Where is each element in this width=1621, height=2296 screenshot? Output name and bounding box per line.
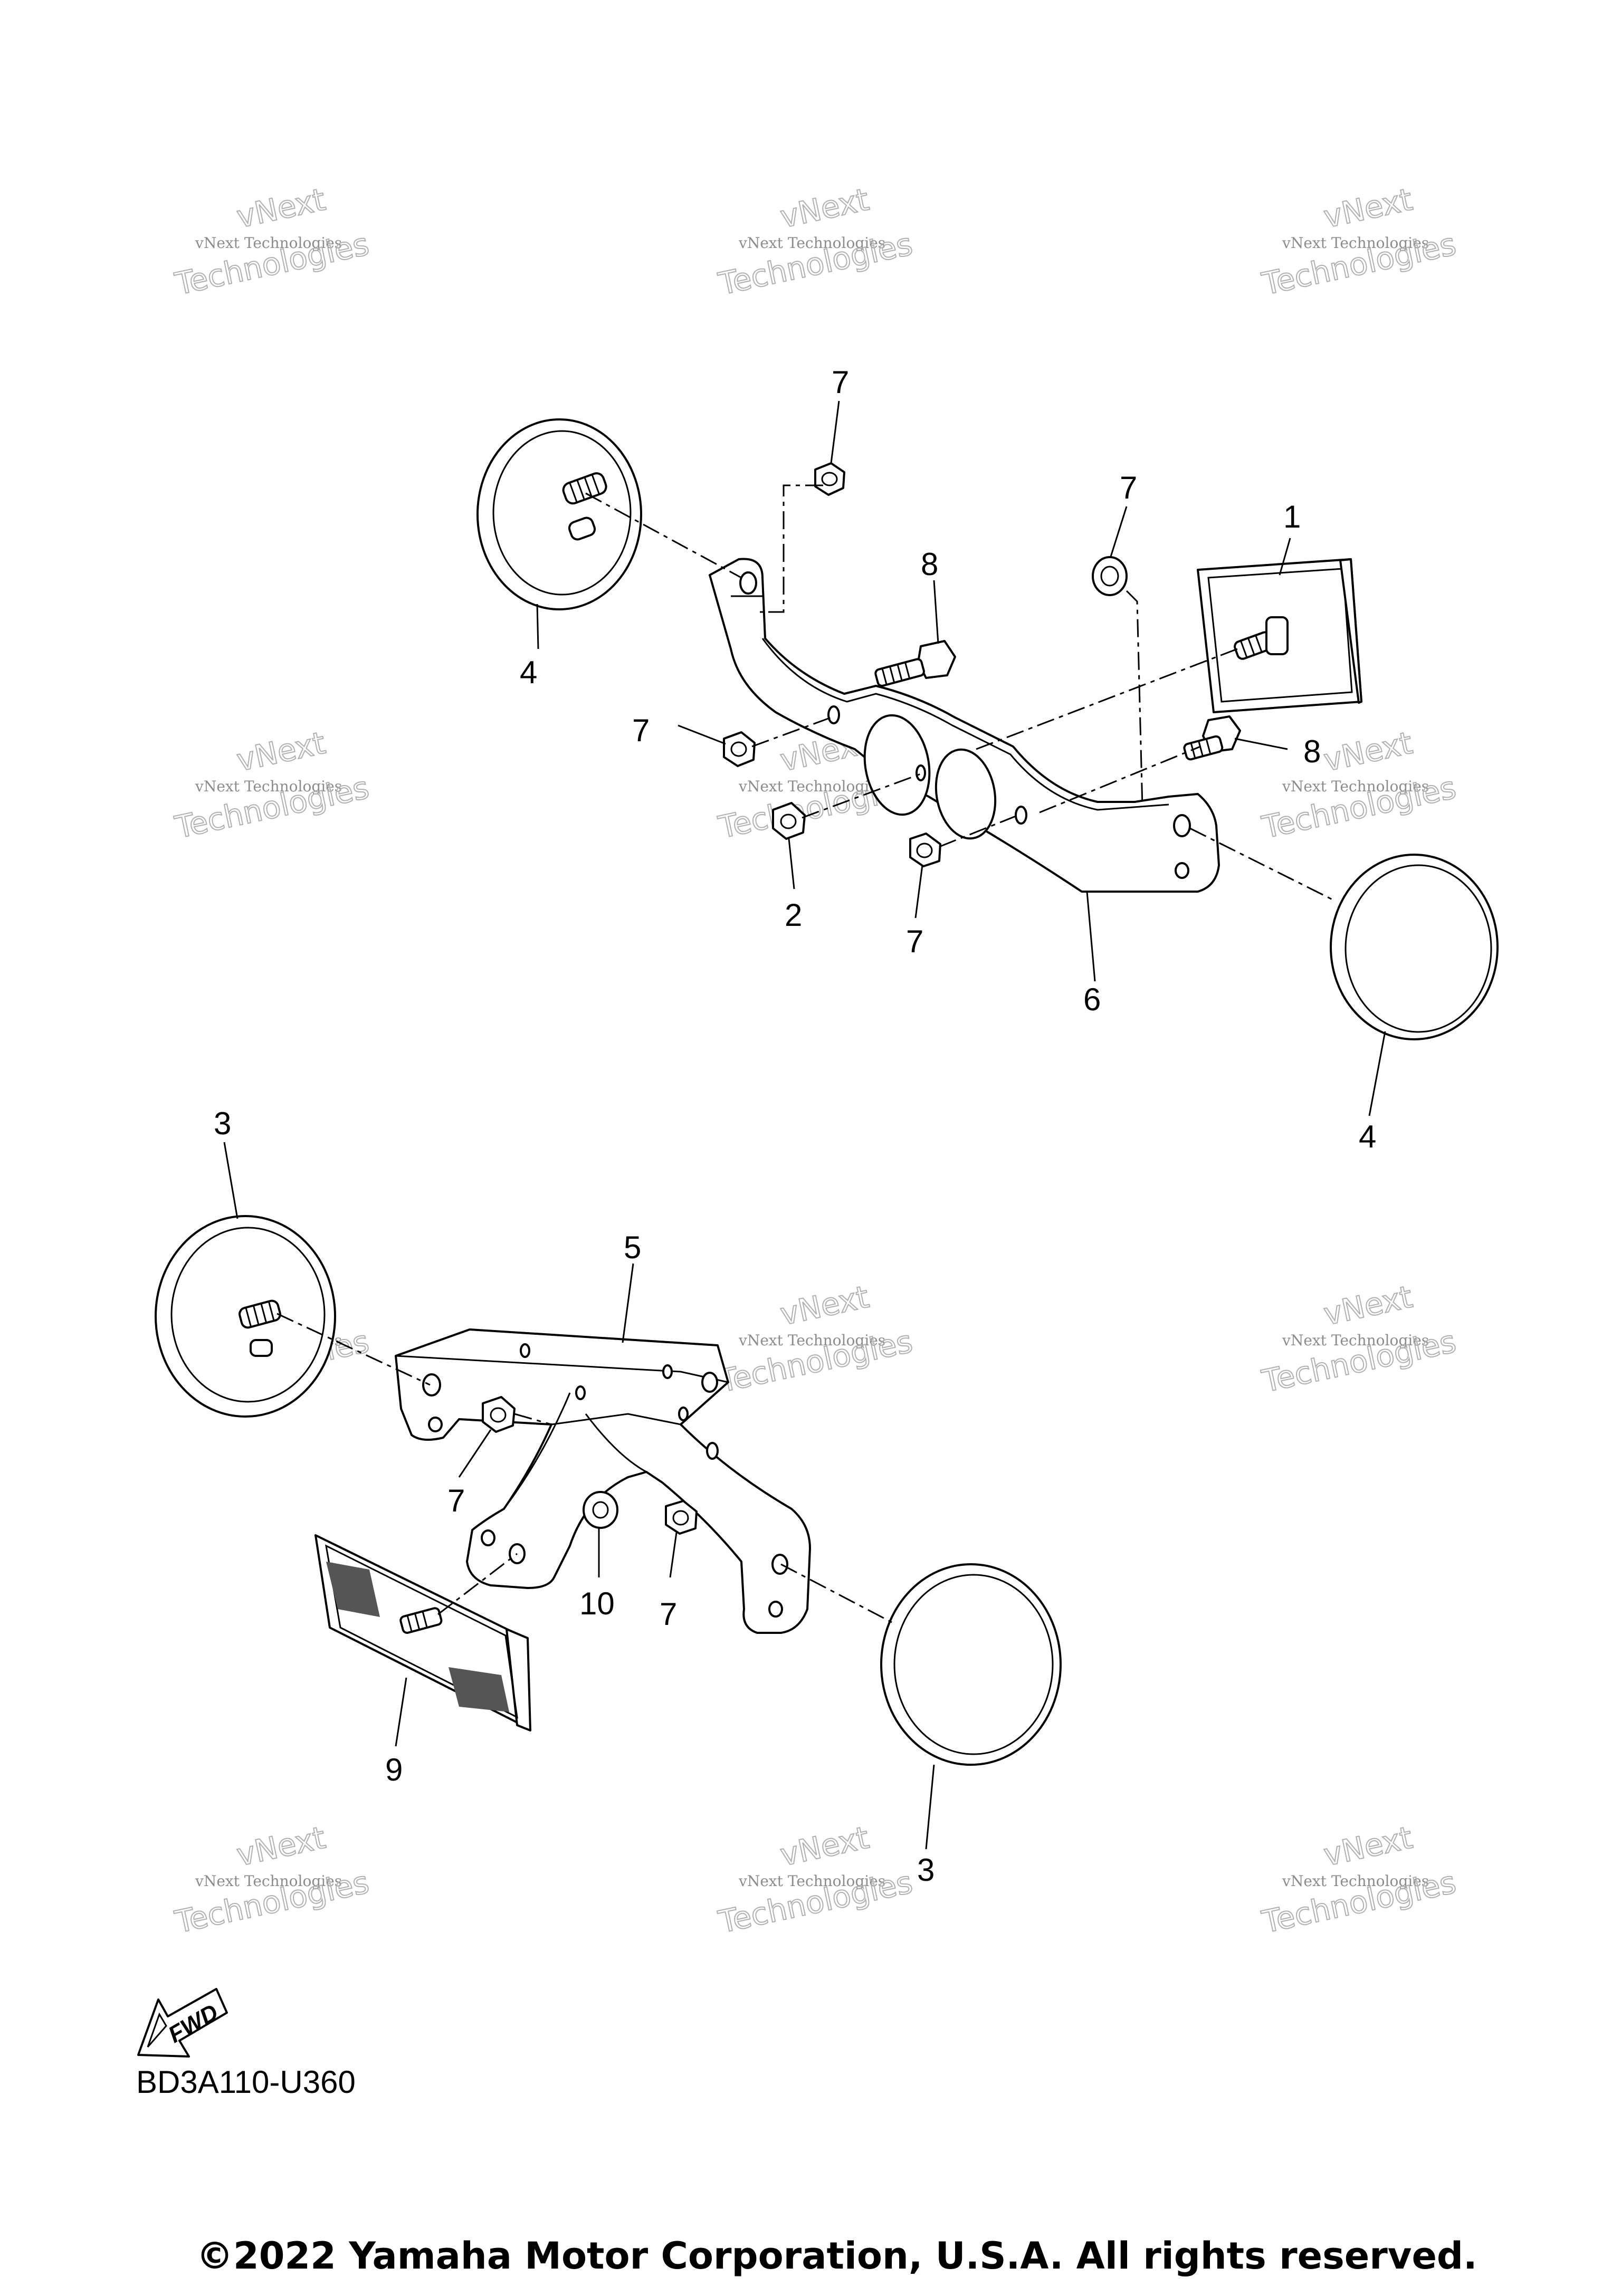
callout-4: 4 bbox=[520, 655, 537, 690]
callout-10: 10 bbox=[579, 1586, 615, 1621]
watermark: vNext vNext Technologies Technologies bbox=[715, 1819, 917, 1941]
watermark: vNext vNext Technologies Technologies bbox=[1258, 1819, 1460, 1941]
upper-dashed-lines bbox=[585, 484, 1333, 901]
callout-7: 7 bbox=[632, 713, 650, 748]
fwd-arrow-icon: FWD bbox=[137, 1988, 228, 2058]
washer-10 bbox=[583, 1491, 618, 1529]
callout-5: 5 bbox=[624, 1230, 641, 1265]
copyright-notice: ©2022 Yamaha Motor Corporation, U.S.A. A… bbox=[196, 2234, 1477, 2278]
watermark: vNext vNext Technologies Technologies bbox=[715, 1278, 917, 1400]
svg-text:vNext Technologies: vNext Technologies bbox=[195, 1872, 342, 1890]
callout-2: 2 bbox=[785, 897, 802, 933]
nut-2 bbox=[772, 802, 806, 840]
callout-9: 9 bbox=[385, 1752, 403, 1787]
callout-3: 3 bbox=[214, 1106, 231, 1141]
bracket-6 bbox=[709, 558, 1220, 893]
callout-3: 3 bbox=[917, 1852, 935, 1888]
callout-1: 1 bbox=[1283, 499, 1301, 534]
svg-text:vNext Technologies: vNext Technologies bbox=[1282, 778, 1429, 795]
callout-numbers: 7 7 1 8 4 7 8 2 7 6 4 3 5 7 10 7 9 3 bbox=[214, 365, 1376, 1888]
nut-7-lower-left bbox=[482, 1396, 516, 1433]
svg-text:vNext Technologies: vNext Technologies bbox=[195, 778, 342, 795]
svg-text:vNext Technologies: vNext Technologies bbox=[738, 1872, 885, 1890]
reflector-rect-1 bbox=[1197, 558, 1362, 713]
svg-text:vNext: vNext bbox=[777, 1279, 872, 1333]
reflector-round-3-left bbox=[155, 1215, 336, 1418]
diagram-code: BD3A110-U360 bbox=[136, 2064, 356, 2100]
leader-lines bbox=[223, 400, 1386, 1850]
callout-4: 4 bbox=[1359, 1119, 1376, 1154]
watermark: vNext vNext Technologies Technologies bbox=[171, 181, 373, 303]
nut-7-top bbox=[814, 462, 845, 496]
watermark: vNext vNext Technologies Technologies bbox=[1258, 1278, 1460, 1400]
svg-text:vNext: vNext bbox=[1321, 1820, 1416, 1873]
svg-text:vNext Technologies: vNext Technologies bbox=[1282, 1332, 1429, 1349]
svg-text:vNext: vNext bbox=[234, 181, 329, 235]
svg-text:vNext: vNext bbox=[777, 1820, 872, 1873]
reflector-rect-9 bbox=[314, 1534, 531, 1731]
callout-8: 8 bbox=[1303, 734, 1321, 769]
watermark: vNext vNext Technologies Technologies bbox=[171, 724, 373, 846]
svg-text:vNext: vNext bbox=[1321, 725, 1416, 779]
svg-text:vNext Technologies: vNext Technologies bbox=[1282, 1872, 1429, 1890]
watermark: vNext vNext Technologies Technologies bbox=[1258, 181, 1460, 303]
svg-text:vNext: vNext bbox=[1321, 1279, 1416, 1333]
reflector-round-3-right bbox=[880, 1563, 1062, 1766]
svg-text:vNext: vNext bbox=[234, 1820, 329, 1873]
svg-text:vNext Technologies: vNext Technologies bbox=[738, 234, 885, 252]
callout-7: 7 bbox=[660, 1596, 677, 1632]
bolt-8-top bbox=[874, 640, 956, 687]
watermark-grid: vNext vNext Technologies Technologies vN… bbox=[171, 181, 1460, 1941]
callout-7: 7 bbox=[447, 1483, 465, 1518]
watermark: vNext vNext Technologies Technologies bbox=[171, 1819, 373, 1941]
callout-6: 6 bbox=[1083, 982, 1101, 1017]
svg-text:vNext: vNext bbox=[1321, 181, 1416, 235]
svg-text:vNext Technologies: vNext Technologies bbox=[195, 234, 342, 252]
nut-7-lower-right bbox=[665, 1500, 698, 1535]
callout-8: 8 bbox=[921, 547, 938, 582]
reflector-round-4-right bbox=[1330, 854, 1499, 1040]
bolt-8-right bbox=[1183, 715, 1241, 761]
nut-7-left bbox=[723, 731, 756, 767]
svg-text:vNext Technologies: vNext Technologies bbox=[738, 778, 885, 795]
svg-text:vNext: vNext bbox=[234, 725, 329, 779]
lower-dashed-lines bbox=[276, 1313, 892, 1623]
watermark: vNext vNext Technologies Technologies bbox=[715, 181, 917, 303]
callout-7: 7 bbox=[832, 365, 849, 400]
callout-7: 7 bbox=[906, 924, 923, 959]
washer-nut-7-right bbox=[1092, 556, 1128, 596]
svg-text:vNext Technologies: vNext Technologies bbox=[738, 1332, 885, 1349]
nut-7-bottom bbox=[909, 833, 941, 867]
watermark: vNext vNext Technologies Technologies bbox=[1258, 724, 1460, 846]
reflector-round-4-upper bbox=[476, 418, 642, 610]
svg-text:vNext: vNext bbox=[777, 181, 872, 235]
svg-text:vNext Technologies: vNext Technologies bbox=[1282, 234, 1429, 252]
callout-7: 7 bbox=[1120, 470, 1137, 505]
